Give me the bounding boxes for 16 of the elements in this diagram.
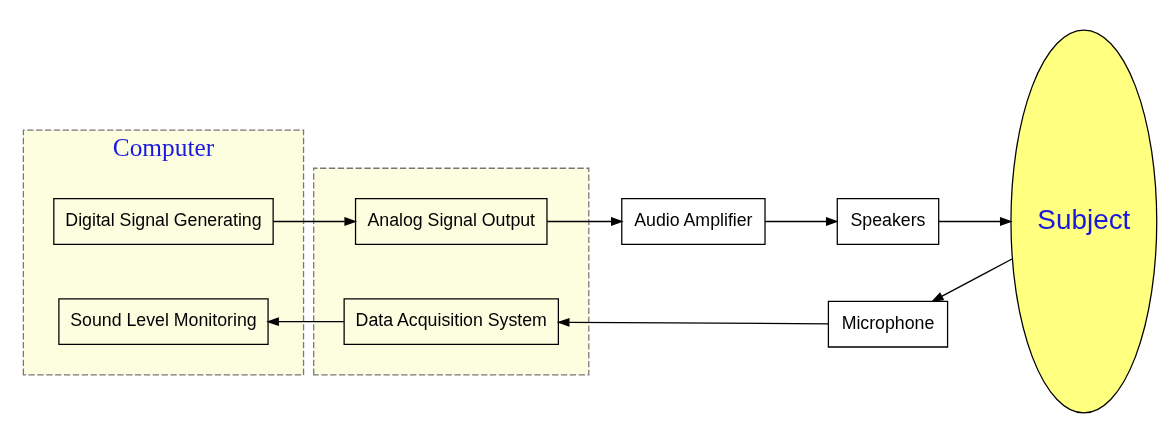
- node-box: Digital Signal Generating: [53, 198, 274, 245]
- arrow: [556, 317, 829, 327]
- node-box: Data Acquisition System: [343, 298, 559, 346]
- arrow: [272, 217, 358, 226]
- node-box: Audio Amplifier: [621, 198, 766, 245]
- arrow: [764, 217, 839, 226]
- node-box: Analog Signal Output: [354, 198, 548, 245]
- arrow: [938, 217, 1013, 226]
- arrow: [930, 258, 1013, 303]
- arrow: [546, 217, 624, 226]
- node-ellipse: Subject: [1010, 29, 1158, 414]
- arrow: [266, 317, 345, 327]
- node-box: Speakers: [836, 198, 940, 245]
- node-box: Sound Level Monitoring: [58, 298, 269, 346]
- node-box: Microphone: [827, 300, 949, 348]
- cluster: [313, 167, 590, 376]
